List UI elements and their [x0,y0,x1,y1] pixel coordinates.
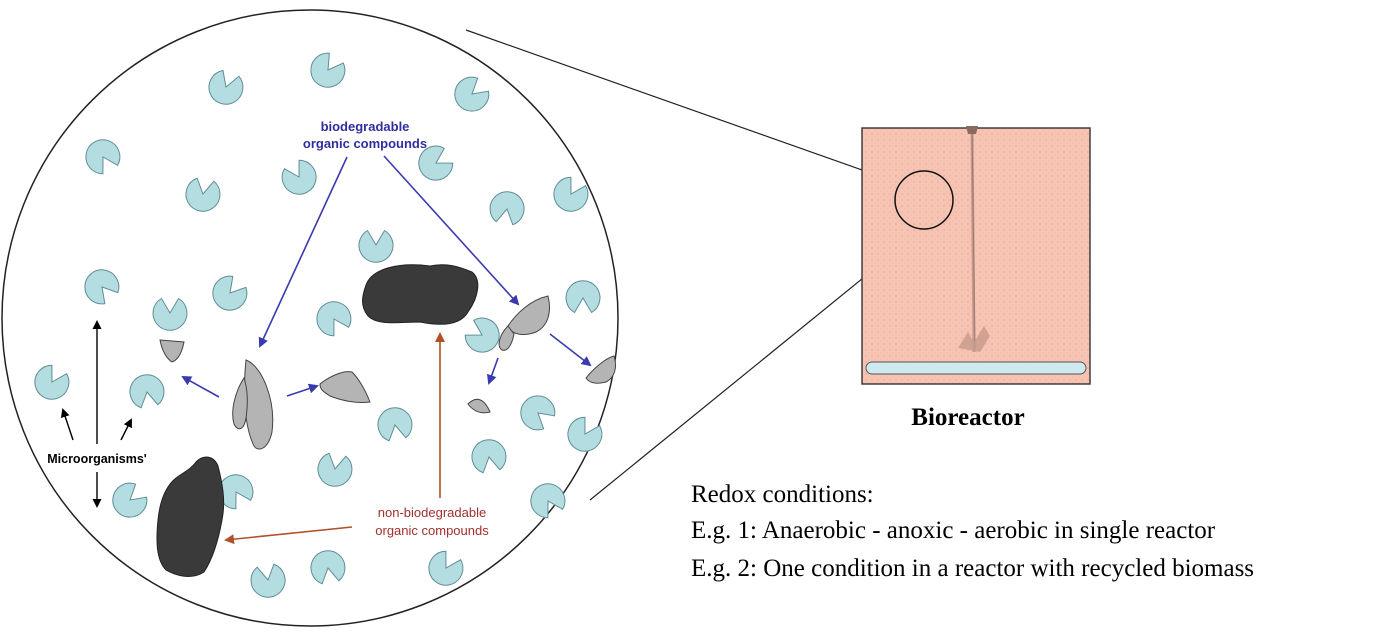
redox-heading: Redox conditions: [691,481,874,508]
blue-arrow [487,357,499,385]
nonbiodegradable-label-line2: organic compounds [375,523,489,538]
reactor-zoom-circle [894,170,954,230]
blue-arrow [383,155,520,306]
blue-arrow [181,376,220,398]
black-arrow-upleft [60,408,74,441]
stirrer-shaft-inner [971,127,976,351]
blue-arrow [258,156,348,348]
bio-particle [319,371,371,403]
blue-arrow [286,383,319,397]
redox-example-2: E.g. 2: One condition in a reactor with … [691,555,1254,582]
bio-particle [507,295,550,335]
bio-particle [467,398,491,414]
bioreactor-vessel [861,126,1091,385]
stirrer-top [966,126,978,134]
magnified-view-circle [1,9,619,627]
nonbiodegradable-label-line1: non-biodegradable [378,505,486,520]
biodegradable-label-line1: biodegradable [321,119,410,134]
non-biodegradation-arrows [224,332,445,545]
non-biodegradable-particle [362,264,479,325]
biodegradable-particles [159,295,617,450]
reactor-bottom-membrane [865,361,1087,375]
redox-example-1: E.g. 1: Anaerobic - anoxic - aerobic in … [691,517,1216,544]
black-arrow-upright [120,418,132,441]
bioreactor-label: Bioreactor [911,404,1024,431]
bio-particle [159,339,185,363]
microorganisms-label: Microorganisms' [47,452,147,466]
blue-arrow [549,333,592,367]
bio-particle [498,325,515,351]
microorganism-arrows [60,320,132,508]
bio-particle [232,376,248,430]
biodegradable-label-line2: organic compounds [303,136,427,151]
stirrer-impeller [958,326,990,352]
bio-particle [585,355,617,384]
biodegradation-arrows [181,155,592,398]
non-biodegradable-particle [156,456,225,577]
zoom-line-top [465,29,897,183]
red-arrow-left [224,526,353,545]
